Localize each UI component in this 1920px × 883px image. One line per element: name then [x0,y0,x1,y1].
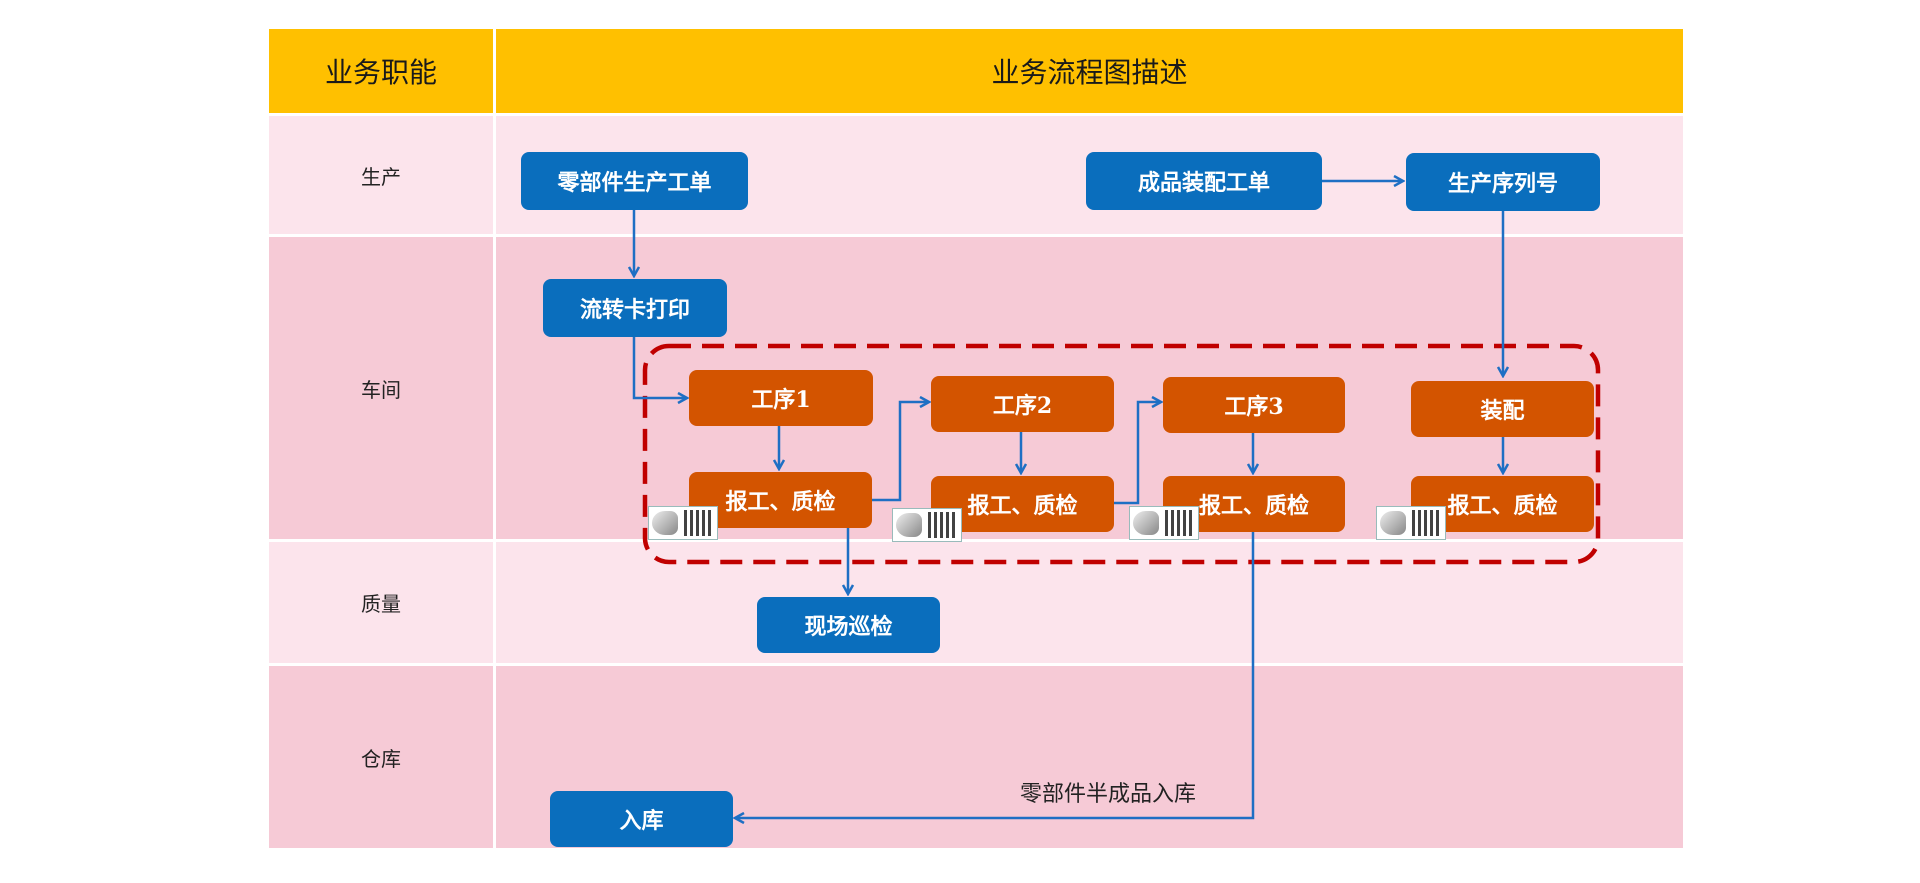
assembly-order-node: 成品装配工单 [1086,152,1322,210]
part-production-order-node: 零部件生产工单 [521,152,748,210]
report-qc-1-node: 报工、质检 [689,472,872,528]
arrow-card-to-proc1 [632,337,687,398]
scanner-qrcode-icon [648,506,718,540]
lane-label-workshop: 车间 [269,237,493,539]
process-3-node: 工序3 [1163,377,1345,433]
production-serial-node: 生产序列号 [1406,153,1600,211]
workshop-process-group [642,343,1601,565]
semi-finished-in-label: 零部件半成品入库 [1020,782,1197,807]
report-qc-4-node: 报工、质检 [1411,476,1594,532]
arrow-report2-to-proc3 [1114,402,1161,505]
flow-card-print-node: 流转卡打印 [543,279,727,337]
lane-label-warehouse: 仓库 [269,666,493,848]
arrow-report3-to-warehouse [735,532,1255,818]
assembly-node: 装配 [1411,381,1594,437]
scanner-qrcode-icon [1129,506,1199,540]
scanner-qrcode-icon [892,508,962,542]
header-description: 业务流程图描述 [496,29,1683,113]
lane-label-quality: 质量 [269,542,493,663]
onsite-inspection-node: 现场巡检 [757,597,940,653]
arrow-report1-to-proc2 [872,402,929,502]
header-function: 业务职能 [269,29,493,113]
process-2-node: 工序2 [931,376,1114,432]
process-1-node: 工序1 [689,370,873,426]
lane-label-production: 生产 [269,116,493,234]
warehouse-in-node: 入库 [550,791,733,847]
scanner-qrcode-icon [1376,506,1446,540]
